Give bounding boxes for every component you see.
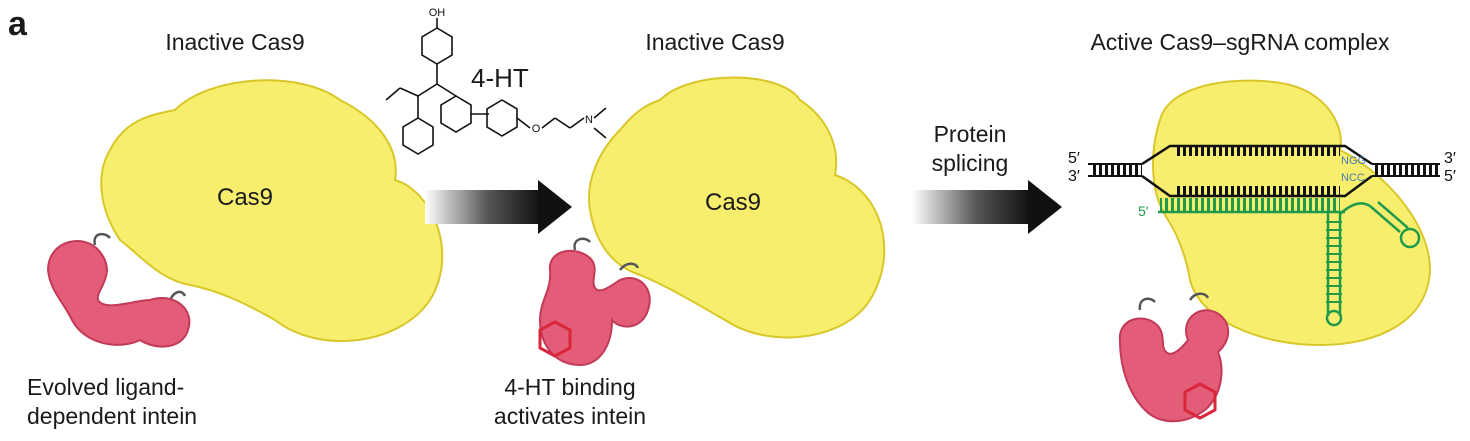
dna-right-bottom-end: 5′ [1444, 168, 1456, 185]
intein-left [46, 232, 191, 348]
panel-label: a [8, 5, 27, 43]
cas9-label-left: Cas9 [217, 184, 273, 211]
title-active-complex: Active Cas9–sgRNA complex [1090, 29, 1390, 55]
dna-left-top-end: 5′ [1068, 150, 1080, 167]
4ht-molecule-structure [385, 18, 607, 155]
hydroxyl-label: OH [429, 7, 446, 19]
arrow-middle-to-right [912, 180, 1062, 234]
dna-double-strand [1088, 144, 1440, 198]
intein-released [1118, 292, 1230, 423]
title-inactive-cas9-middle: Inactive Cas9 [645, 29, 785, 55]
sgrna-5prime: 5′ [1138, 203, 1149, 219]
arrow-left-to-middle [425, 180, 572, 234]
caption-middle-line1: 4-HT binding [504, 374, 636, 400]
cas9-label-middle: Cas9 [705, 189, 761, 216]
cas9-protein-middle [588, 76, 886, 339]
caption-left-line1: Evolved ligand- [27, 374, 185, 400]
intein-middle [538, 237, 651, 367]
caption-left-line2: dependent intein [27, 403, 198, 429]
molecule-name-4ht: 4-HT [471, 63, 529, 93]
pam-bottom: NCC [1341, 172, 1365, 184]
oxygen-label: O [532, 123, 541, 135]
4ht-hexagon-icon [538, 320, 572, 358]
dna-right-top-end: 3′ [1444, 150, 1456, 167]
caption-middle-line2: activates intein [493, 403, 647, 429]
pam-top: NGG [1341, 155, 1366, 167]
arrow-label-line2: splicing [931, 150, 1009, 176]
nitrogen-label: N [585, 114, 593, 126]
dna-left-bottom-end: 3′ [1068, 168, 1080, 185]
4ht-hexagon-icon-released [1183, 382, 1217, 420]
arrow-label-line1: Protein [933, 121, 1007, 147]
sgrna [1158, 198, 1421, 327]
title-inactive-cas9-left: Inactive Cas9 [165, 29, 305, 55]
cas9-protein-left [100, 79, 444, 342]
